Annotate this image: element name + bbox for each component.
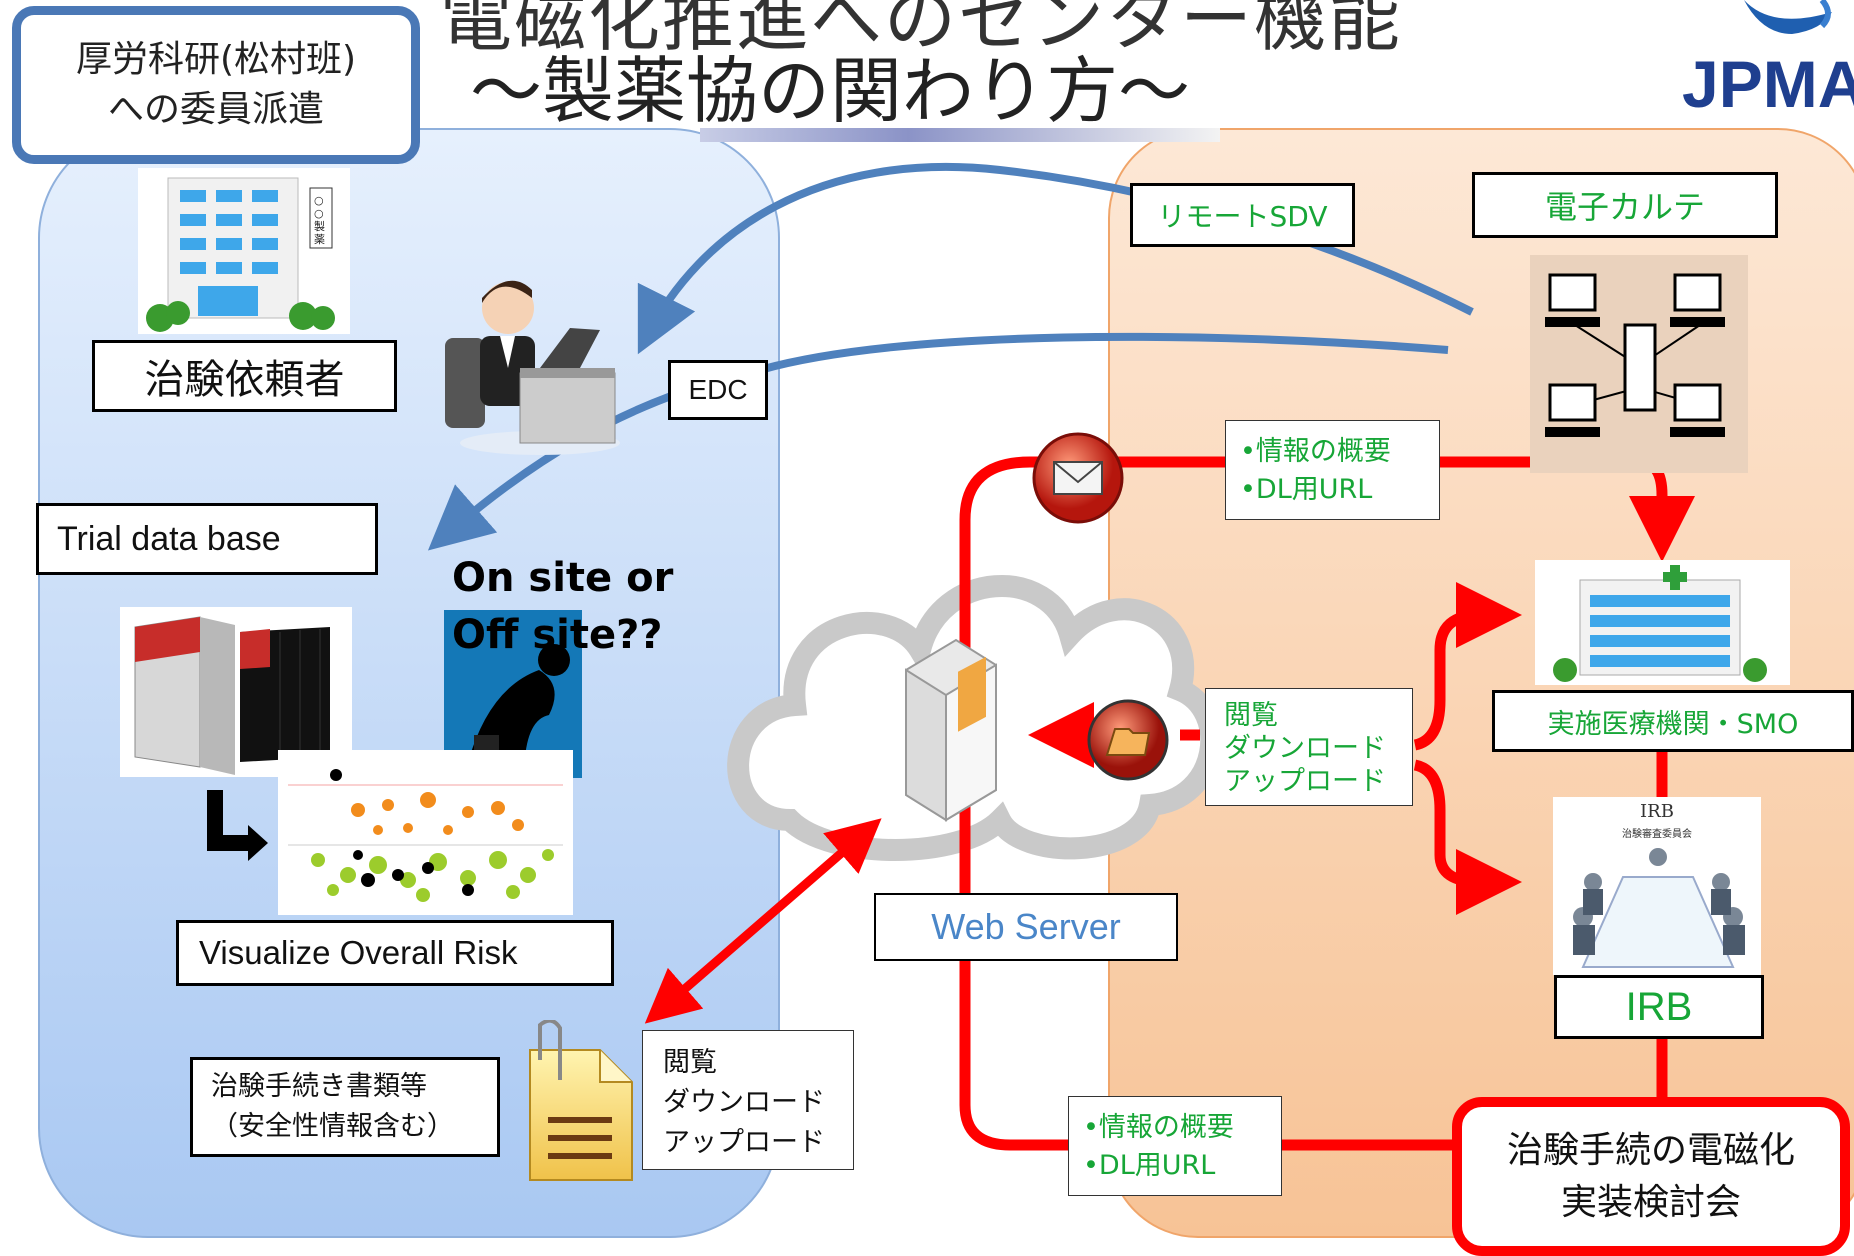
- emr-to-site-arrow: [1629, 456, 1695, 562]
- edc-label: EDC: [668, 360, 768, 420]
- sponsor-label: 治験依頼者: [92, 340, 397, 412]
- branch-to-irb-arrow: [1413, 759, 1522, 915]
- web-server-label: Web Server: [874, 893, 1178, 961]
- red-loop-line: [959, 456, 1540, 1151]
- branch-to-site-arrow: [1413, 582, 1522, 751]
- mhlw-delegation-text: 厚労科研(松村班) への委員派遣: [75, 39, 357, 130]
- worker-at-desk-image: [445, 280, 620, 455]
- main-title: ～製薬協の関わり方～: [470, 49, 1191, 133]
- committee-label: 治験手続の電磁化 実装検討会: [1452, 1097, 1850, 1256]
- irb-label: IRB: [1554, 975, 1764, 1039]
- jpma-logo-text: JPMA: [1682, 47, 1854, 121]
- onsite-question-line2: Off site??: [452, 612, 663, 658]
- irb-meeting-image: IRB 治験審査委員会: [1553, 797, 1761, 975]
- risk-scatter-image: [278, 750, 573, 915]
- title-divider: [700, 128, 1220, 142]
- info-summary-bottom: •情報の概要 •DL用URL: [1068, 1096, 1282, 1196]
- sponsor-building-image: ○○製薬: [138, 168, 350, 334]
- folder-icon: [1087, 699, 1169, 781]
- document-icon: [529, 1020, 633, 1181]
- jpma-globe-icon: [1744, 0, 1832, 34]
- jpma-logo: JPMA: [1672, 0, 1854, 130]
- emr-label: 電子カルテ: [1472, 172, 1778, 238]
- irb-sign-title: IRB: [1640, 801, 1674, 822]
- supercomputer-image: [120, 607, 352, 777]
- visualize-risk-label: Visualize Overall Risk: [176, 920, 614, 986]
- docs-server-double-arrow: [644, 818, 882, 1024]
- remote-sdv-label: リモートSDV: [1130, 183, 1355, 247]
- site-smo-label: 実施医療機関・SMO: [1492, 690, 1854, 752]
- mail-icon: [1032, 432, 1124, 524]
- hospital-image: [1535, 560, 1790, 685]
- document-actions-label: 閲覧 ダウンロード アップロード: [642, 1030, 854, 1170]
- title-top-line: 電磁化推進へのセンター機能: [440, 0, 1403, 61]
- trial-documents-label: 治験手続き書類等 （安全性情報含む）: [190, 1057, 500, 1157]
- building-sign: ○○製薬: [314, 194, 325, 246]
- web-server-icon: [905, 638, 997, 822]
- emr-network-image: [1530, 255, 1748, 473]
- remote-sdv-arrow: [637, 162, 1474, 355]
- info-summary-top: •情報の概要 •DL用URL: [1225, 420, 1440, 520]
- irb-sign-subtitle: 治験審査委員会: [1622, 829, 1692, 840]
- db-to-visualize-arrow: [207, 790, 250, 851]
- browse-actions-label: 閲覧 ダウンロード アップロード: [1205, 688, 1413, 806]
- onsite-question-line1: On site or: [452, 555, 674, 601]
- mhlw-delegation-label: 厚労科研(松村班) への委員派遣: [12, 6, 420, 164]
- edc-arrow: [427, 332, 1449, 551]
- trial-db-label: Trial data base: [36, 503, 378, 575]
